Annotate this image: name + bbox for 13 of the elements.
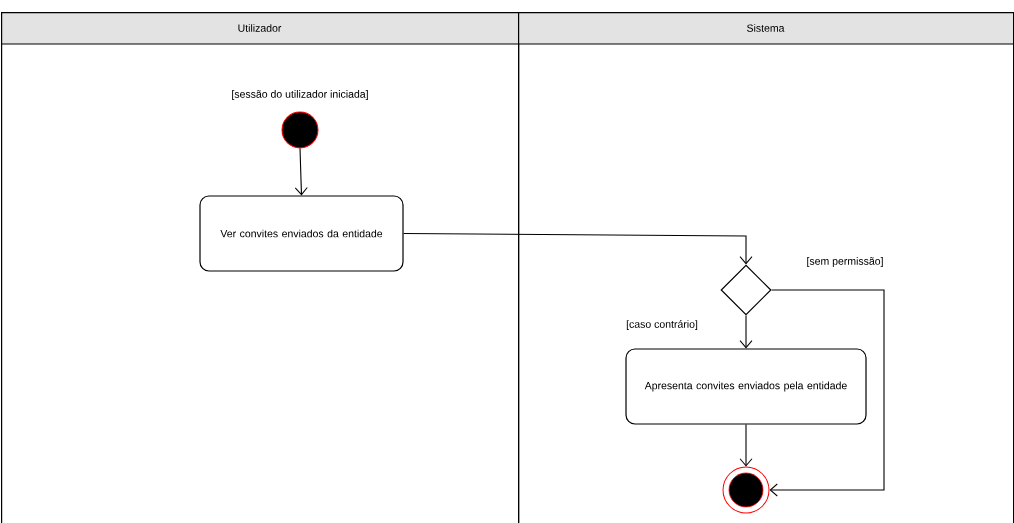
initial-node [281, 111, 319, 149]
action-box: Apresenta convites enviados pela entidade [625, 348, 867, 425]
guard-label: [sessão do utilizador iniciada] [232, 90, 368, 100]
arrow [403, 232, 753, 265]
arrow [769, 289, 885, 497]
arrow [294, 147, 308, 196]
decision-diamond [720, 264, 772, 316]
action-box: Ver convites enviados da entidade [199, 195, 404, 272]
final-node [722, 466, 770, 514]
arrow [739, 315, 753, 349]
edge-label: [caso contrário] [625, 319, 699, 331]
edge-label: [sem permissão] [805, 256, 885, 268]
arrow [739, 424, 753, 467]
